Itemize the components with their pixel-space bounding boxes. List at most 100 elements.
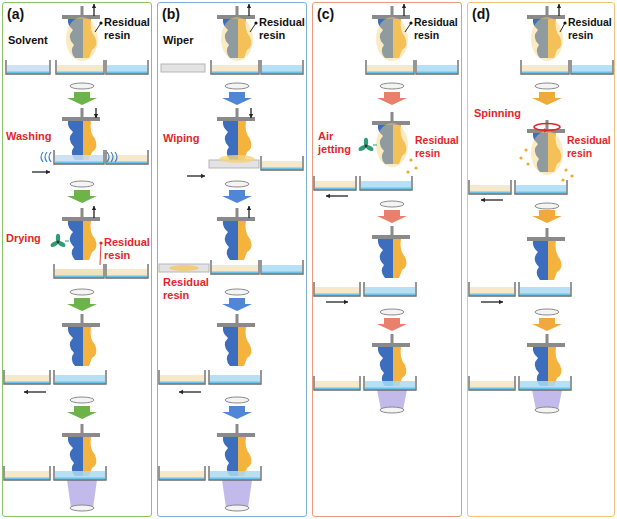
printed-part xyxy=(238,221,251,260)
light-source xyxy=(535,83,559,89)
vat-film xyxy=(470,192,510,194)
light-source xyxy=(380,407,404,413)
resin-droplet xyxy=(570,174,573,177)
step-arrow xyxy=(222,298,252,311)
vat-film xyxy=(367,72,413,74)
residual-resin-blob xyxy=(531,131,563,175)
vat xyxy=(54,370,106,384)
vat-liquid xyxy=(367,65,413,73)
vat xyxy=(521,60,569,74)
vat-film xyxy=(5,478,49,480)
arrow-head xyxy=(247,206,251,210)
residual-resin-blob xyxy=(531,17,563,61)
callout-label: Residual resin xyxy=(415,134,460,160)
arrow-head xyxy=(344,300,348,304)
step-arrow xyxy=(377,318,407,331)
panel-letter: (a) xyxy=(7,6,24,22)
vat-liquid xyxy=(417,65,457,73)
light-source xyxy=(380,83,404,89)
step-arrow xyxy=(222,92,252,105)
printed-part xyxy=(393,347,406,386)
vat-film xyxy=(160,382,204,384)
resin-smear xyxy=(169,265,199,271)
ultrasonic-wave xyxy=(45,152,47,162)
light-beam xyxy=(67,480,97,508)
vat xyxy=(314,176,356,190)
step-arrow xyxy=(532,92,562,105)
build-plate xyxy=(62,117,100,121)
vat xyxy=(54,264,104,278)
vat xyxy=(261,156,303,170)
vat-film xyxy=(315,388,359,390)
vat-liquid xyxy=(262,65,302,73)
vat-liquid xyxy=(55,375,105,383)
vat xyxy=(469,282,515,296)
step-arrow xyxy=(377,92,407,105)
vat-liquid xyxy=(55,155,103,163)
step-arrow xyxy=(377,210,407,223)
arrow-head xyxy=(326,194,330,198)
step-arrow xyxy=(222,190,252,203)
vat-liquid xyxy=(520,287,570,295)
vat-liquid xyxy=(7,65,49,73)
vat xyxy=(54,466,106,480)
printed-part xyxy=(68,121,83,160)
vat xyxy=(416,60,458,74)
vat-film xyxy=(210,478,260,480)
step-arrow xyxy=(532,210,562,223)
vat xyxy=(211,60,259,74)
light-source xyxy=(70,505,94,511)
printed-part xyxy=(548,347,561,386)
callout-label: Air jetting xyxy=(318,130,358,156)
arrow-head xyxy=(92,4,96,8)
resin-droplet xyxy=(524,148,527,151)
printed-part xyxy=(223,221,238,260)
printed-part xyxy=(83,437,96,476)
arrow-head xyxy=(94,114,98,118)
vat-film xyxy=(315,294,359,296)
build-plate xyxy=(217,117,255,121)
vat xyxy=(56,60,104,74)
vat xyxy=(519,376,571,390)
vat-liquid xyxy=(516,185,566,193)
air-stream xyxy=(373,145,377,146)
vat xyxy=(209,466,261,480)
build-plate xyxy=(527,343,565,347)
resin-droplet xyxy=(406,170,409,173)
light-source xyxy=(70,181,94,187)
vat-liquid xyxy=(57,65,103,73)
vat-film xyxy=(57,72,103,74)
vat-film xyxy=(520,388,570,390)
printed-part xyxy=(533,347,548,386)
build-plate xyxy=(372,343,410,347)
resin-droplet xyxy=(409,158,412,161)
arrow-head xyxy=(247,4,251,8)
leader-line xyxy=(100,243,101,265)
vat-liquid xyxy=(210,471,260,479)
vat xyxy=(314,282,360,296)
callout-label: Solvent xyxy=(8,34,48,47)
arrow-head xyxy=(557,4,561,8)
wiper-sheet xyxy=(159,264,209,272)
resin-droplet xyxy=(519,156,522,159)
leader-dot xyxy=(563,21,566,24)
step-arrow xyxy=(67,298,97,311)
light-source xyxy=(225,505,249,511)
vat xyxy=(366,60,414,74)
printed-part xyxy=(68,327,83,366)
fan-blade xyxy=(57,240,67,248)
vat-film xyxy=(160,478,204,480)
vat-film xyxy=(5,382,49,384)
fan-blade xyxy=(50,240,60,248)
vat xyxy=(519,282,571,296)
fan-hub xyxy=(365,145,368,148)
ultrasonic-wave xyxy=(111,152,113,162)
callout-label: Washing xyxy=(6,130,51,143)
vat-liquid xyxy=(55,269,103,277)
vat-film xyxy=(516,192,566,194)
residual-resin-blob xyxy=(376,123,408,167)
ultrasonic-wave xyxy=(107,152,109,162)
printed-part xyxy=(223,121,238,160)
callout-label: Residual resin xyxy=(567,134,612,160)
vat-liquid xyxy=(212,65,258,73)
